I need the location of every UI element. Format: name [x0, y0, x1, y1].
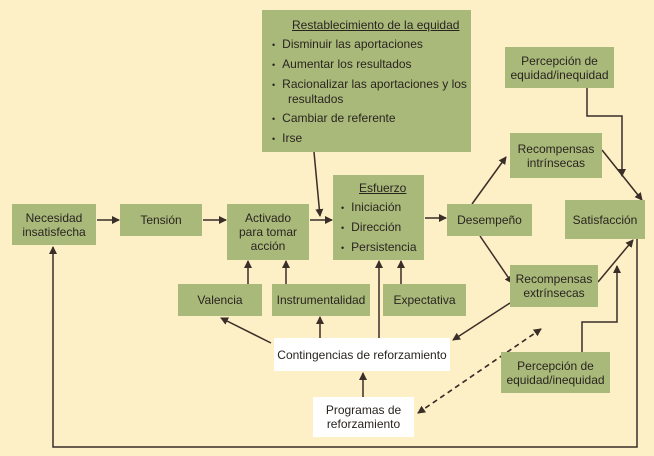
equity-item: Disminuir las aportaciones	[272, 37, 423, 52]
need-box: Necesidad insatisfecha	[12, 204, 96, 245]
arrow-extrinsic-satisfaction	[597, 239, 634, 283]
arrow-contingencies-valence	[220, 317, 272, 344]
effort-box: Esfuerzo Iniciación Dirección Persistenc…	[333, 175, 424, 260]
effort-item: Iniciación	[341, 200, 401, 215]
expectancy-label: Expectativa	[393, 293, 456, 307]
equity-bottom-label: Percepción de equidad/inequidad	[506, 358, 605, 387]
tension-label: Tensión	[140, 213, 182, 227]
activated-box: Activado para tomar acción	[227, 204, 309, 260]
effort-item: Persistencia	[341, 240, 416, 255]
arrow-extrinsic-programs-head	[417, 328, 542, 414]
performance-box: Desempeño	[447, 204, 532, 236]
arrow-equitytop-satisfaction	[586, 88, 626, 177]
intrinsic-box: Recompensas intrínsecas	[510, 133, 602, 178]
contingencies-box: Contingencias de reforzamiento	[274, 338, 450, 371]
equity-item: Racionalizar las aportaciones y los resu…	[272, 77, 468, 106]
extrinsic-box: Recompensas extrínsecas	[510, 265, 598, 307]
arrow-equitybottom-satisfaction	[581, 265, 621, 352]
arrow-extrinsic-contingencies	[452, 302, 511, 341]
programs-label: Programas de reforzamiento	[325, 403, 402, 431]
equity-item: Irse	[272, 131, 302, 146]
extrinsic-label: Recompensas extrínsecas	[515, 272, 593, 300]
equity-top-label: Percepción de equidad/inequidad	[510, 53, 609, 82]
equity-top-box: Percepción de equidad/inequidad	[505, 47, 614, 88]
equity-item: Cambiar de referente	[272, 111, 395, 126]
arrow-feedback-satisfaction-need	[49, 239, 638, 448]
instrumentality-label: Instrumentalidad	[276, 293, 366, 307]
effort-title: Esfuerzo	[359, 181, 407, 195]
effort-item: Dirección	[341, 220, 401, 235]
equity-item: Aumentar los resultados	[272, 57, 411, 72]
equity-restoration-title: Restablecimiento de la equidad	[292, 18, 460, 32]
contingencies-label: Contingencias de reforzamiento	[277, 347, 447, 362]
equity-bottom-box: Percepción de equidad/inequidad	[501, 352, 610, 393]
satisfaction-label: Satisfacción	[572, 212, 638, 227]
programs-box: Programas de reforzamiento	[313, 397, 414, 437]
equity-restoration-box: Restablecimiento de la equidad Disminuir…	[262, 10, 471, 152]
instrumentality-box: Instrumentalidad	[272, 284, 370, 316]
expectancy-box: Expectativa	[383, 284, 466, 316]
valence-box: Valencia	[178, 284, 262, 316]
arrow-performance-intrinsic	[471, 156, 507, 205]
tension-box: Tensión	[120, 204, 202, 236]
arrow-equity-effort	[313, 151, 324, 217]
arrow-performance-extrinsic	[479, 235, 513, 284]
valence-label: Valencia	[197, 293, 243, 307]
need-label: Necesidad insatisfecha	[22, 210, 86, 239]
satisfaction-box: Satisfacción	[565, 200, 645, 239]
activated-label: Activado para tomar acción	[238, 211, 298, 253]
intrinsic-label: Recompensas intrínsecas	[517, 141, 595, 170]
performance-label: Desempeño	[457, 213, 522, 227]
